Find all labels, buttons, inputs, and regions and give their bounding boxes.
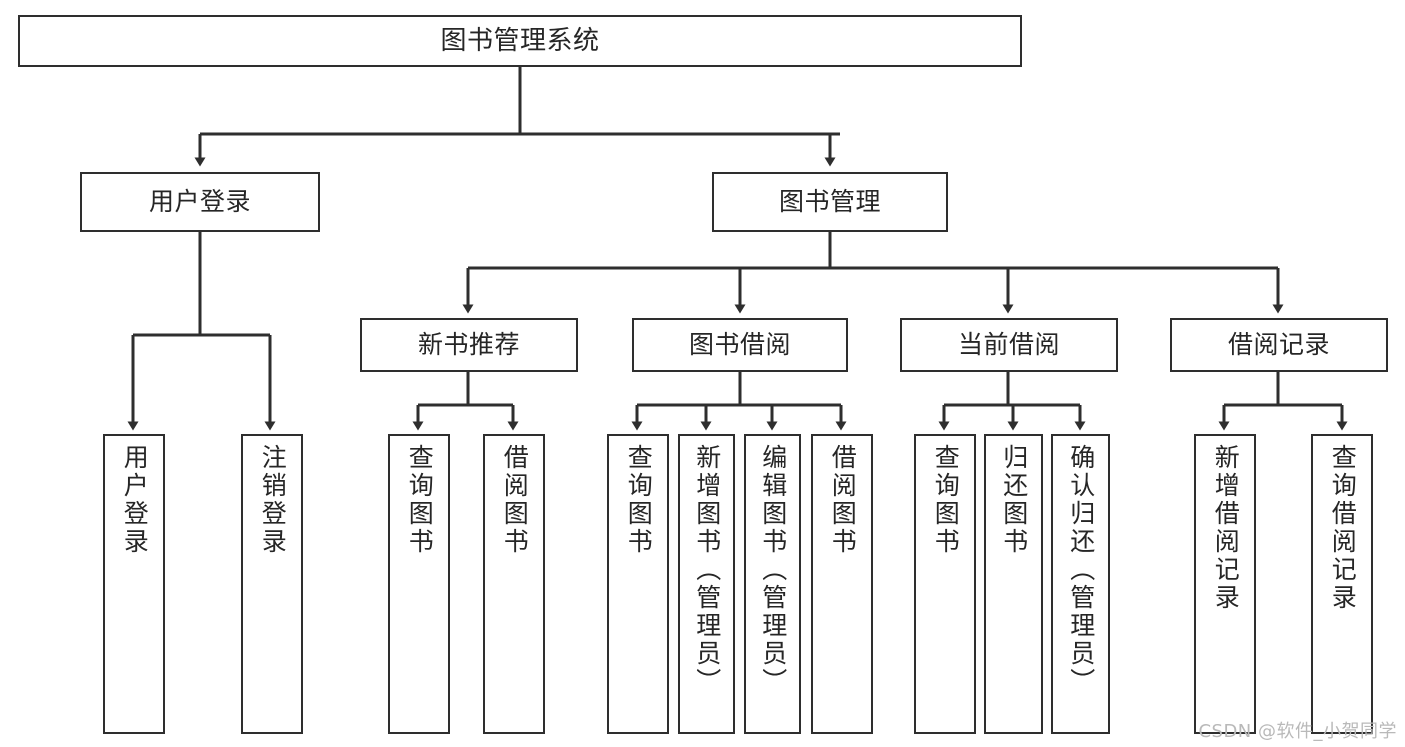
leaf-borrow-book-2[interactable]: 借阅图书 <box>811 434 873 734</box>
leaf-borrow-book-1-label: 借阅图书 <box>500 444 530 556</box>
leaf-query-book-3[interactable]: 查询图书 <box>914 434 976 734</box>
node-borrow-record-label: 借阅记录 <box>1227 330 1330 360</box>
node-book-manage[interactable]: 图书管理 <box>712 172 948 232</box>
leaf-query-book-2[interactable]: 查询图书 <box>607 434 669 734</box>
leaf-query-book-1-label: 查询图书 <box>405 444 435 556</box>
leaf-borrow-book-2-label: 借阅图书 <box>828 444 858 556</box>
leaf-confirm-return-label: 确认归还（管理员） <box>1066 444 1096 696</box>
leaf-add-book-label: 新增图书（管理员） <box>692 444 722 696</box>
leaf-logout[interactable]: 注销登录 <box>241 434 303 734</box>
leaf-confirm-return[interactable]: 确认归还（管理员） <box>1051 434 1110 734</box>
leaf-borrow-book-1[interactable]: 借阅图书 <box>483 434 545 734</box>
node-new-book-rec[interactable]: 新书推荐 <box>360 318 578 372</box>
leaf-query-record-label: 查询借阅记录 <box>1328 444 1358 612</box>
node-user-login-label: 用户登录 <box>148 187 251 217</box>
watermark: CSDN @软件_小贺同学 <box>1198 721 1397 742</box>
leaf-query-book-2-label: 查询图书 <box>624 444 654 556</box>
node-borrow-record[interactable]: 借阅记录 <box>1170 318 1388 372</box>
leaf-add-record[interactable]: 新增借阅记录 <box>1194 434 1256 734</box>
leaf-edit-book[interactable]: 编辑图书（管理员） <box>744 434 801 734</box>
leaf-query-record[interactable]: 查询借阅记录 <box>1311 434 1373 734</box>
leaf-add-book[interactable]: 新增图书（管理员） <box>678 434 735 734</box>
node-root[interactable]: 图书管理系统 <box>18 15 1022 67</box>
node-book-manage-label: 图书管理 <box>778 187 881 217</box>
leaf-return-book[interactable]: 归还图书 <box>984 434 1043 734</box>
leaf-logout-label: 注销登录 <box>258 444 288 556</box>
leaf-user-login-label: 用户登录 <box>120 444 150 556</box>
node-user-login[interactable]: 用户登录 <box>80 172 320 232</box>
leaf-query-book-3-label: 查询图书 <box>931 444 961 556</box>
node-new-book-rec-label: 新书推荐 <box>417 330 520 360</box>
leaf-query-book-1[interactable]: 查询图书 <box>388 434 450 734</box>
leaf-user-login[interactable]: 用户登录 <box>103 434 165 734</box>
node-book-borrow[interactable]: 图书借阅 <box>632 318 848 372</box>
leaf-add-record-label: 新增借阅记录 <box>1211 444 1241 612</box>
leaf-edit-book-label: 编辑图书（管理员） <box>758 444 788 696</box>
node-current-borrow-label: 当前借阅 <box>957 330 1060 360</box>
node-root-label: 图书管理系统 <box>440 25 600 56</box>
leaf-return-book-label: 归还图书 <box>999 444 1029 556</box>
node-current-borrow[interactable]: 当前借阅 <box>900 318 1118 372</box>
node-book-borrow-label: 图书借阅 <box>688 330 791 360</box>
